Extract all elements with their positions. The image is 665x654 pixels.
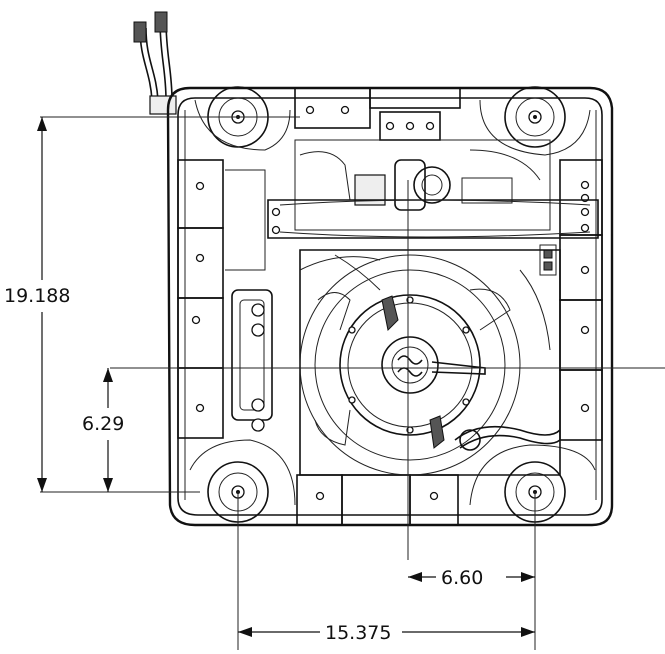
cross-bar xyxy=(267,199,599,239)
motor-assembly xyxy=(294,139,590,231)
central-drum xyxy=(299,249,561,476)
right-side-panels xyxy=(539,159,603,441)
extension-lines xyxy=(237,492,536,650)
top-bracket xyxy=(294,87,461,141)
dimension-center-offset-width-label: 6.60 xyxy=(441,567,483,589)
corner-bumper-top-left xyxy=(194,86,291,151)
dimension-overall-width-label: 15.375 xyxy=(325,622,391,644)
dimension-overall-width: 15.375 xyxy=(238,622,535,644)
corner-bumper-bottom-right xyxy=(469,444,596,523)
bottom-bracket xyxy=(296,474,459,526)
centerlines xyxy=(40,116,665,560)
dimension-center-offset-height-label: 6.29 xyxy=(82,413,124,435)
dimension-center-offset-height: 6.29 xyxy=(82,368,124,492)
dimension-overall-height-label: 19.188 xyxy=(4,285,70,307)
corner-bumper-bottom-left xyxy=(189,439,296,523)
wire-harness xyxy=(133,11,177,115)
dimension-center-offset-width: 6.60 xyxy=(408,567,535,589)
dimension-overall-height: 19.188 xyxy=(4,117,70,492)
corner-bumper-top-right xyxy=(479,86,591,156)
left-side-panels xyxy=(177,159,273,439)
